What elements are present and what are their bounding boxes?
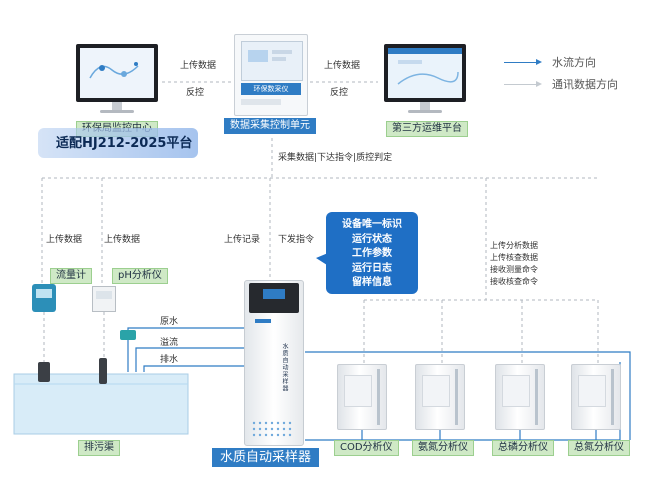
monitor-stand [112,102,122,110]
legend-water-line [504,62,540,63]
callout-item: 设备唯一标识 [342,219,402,230]
callout-list: 设备唯一标识 运行状态 工作参数 运行日志 留样信息 [326,218,418,291]
command-item: 上传分析数据 [490,241,538,250]
water-sampler-cabinet: 水质自动采样器 [244,280,304,446]
label-analyzer-ammonia: 氨氮分析仪 [412,440,474,456]
callout-item: 运行状态 [352,233,392,245]
monitor-screen-graphic-right [388,48,462,98]
pipe-raw: 原水 [160,317,179,327]
sampler-info-callout: 设备唯一标识 运行状态 工作参数 运行日志 留样信息 [326,212,418,294]
flow-meter-device [32,284,56,312]
command-item: 上传核查数据 [490,253,538,262]
data-acquisition-unit: 环保数采仪 [234,34,308,116]
unit-panel [241,99,281,105]
legend-water-flow: 水流方向 [552,56,596,69]
command-item: 接收核查命令 [490,277,538,286]
callout-item: 运行日志 [352,262,392,274]
sampler-dot-pattern [252,421,292,437]
sampler-display [263,289,285,299]
unit-screen-graphic [248,50,292,62]
legend-comm-data: 通讯数据方向 [552,78,618,91]
platform-tag: 适配HJ212-2025平台 [56,136,193,151]
ph-meter-device [92,286,116,312]
pump-icon [120,330,136,340]
platform-highlight [38,128,198,158]
sampler-body-text: 水质自动采样器 [281,343,288,392]
flow-meter-display [36,289,52,298]
command-item: 接收测量命令 [490,265,538,274]
label-analyzer-phosphorus: 总磷分析仪 [492,440,554,456]
flow-meter-link: 上传数据 [46,235,83,245]
monitor-stand-right [420,102,430,110]
ph-probe [99,358,107,384]
ph-meter-link: 上传数据 [104,235,141,245]
sampler-issue-command: 下发指令 [278,235,315,245]
unit-screen [241,41,303,81]
legend-water-arrow [536,59,542,65]
ph-meter-display [96,291,112,299]
sampler-brand-mark [255,319,271,323]
unit-screen-title: 环保数采仪 [241,83,301,95]
sampler-upload-record: 上传记录 [224,235,261,245]
sampler-top-panel [249,283,299,313]
legend-comm-arrow [536,81,542,87]
label-water-sampler: 水质自动采样器 [212,448,320,467]
callout-item: 工作参数 [352,248,392,259]
analyzer-phosphorus [495,364,545,430]
pipe-drain: 排水 [160,355,179,365]
bus-label: 采集数据|下达指令|质控判定 [278,153,393,163]
monitor-environmental-bureau [76,44,158,102]
label-ph-meter: pH分析仪 [112,268,168,284]
monitor-third-party [384,44,466,102]
analyzer-ammonia [415,364,465,430]
analyzer-cod [337,364,387,430]
link-right-control: 反控 [330,88,349,98]
callout-item: 留样信息 [352,277,392,288]
link-left-control: 反控 [186,88,205,98]
pipe-overflow: 溢流 [160,338,179,348]
monitor-base-right [408,110,442,113]
label-third-party: 第三方运维平台 [386,121,468,137]
legend-comm-line [504,84,540,85]
flow-probe [38,362,50,382]
monitor-screen-graphic [80,48,154,98]
link-right-upload: 上传数据 [324,61,361,71]
analyzer-nitrogen [571,364,621,430]
link-left-upload: 上传数据 [180,61,217,71]
monitor-base [100,110,134,113]
label-flow-meter: 流量计 [50,268,92,284]
label-analyzer-nitrogen: 总氮分析仪 [568,440,630,456]
label-sewer: 排污渠 [78,440,120,456]
label-analyzer-cod: COD分析仪 [334,440,399,456]
label-data-acquisition-unit: 数据采集控制单元 [224,118,316,134]
analyzer-command-list: 上传分析数据 上传核查数据 接收测量命令 接收核查命令 [490,240,538,288]
